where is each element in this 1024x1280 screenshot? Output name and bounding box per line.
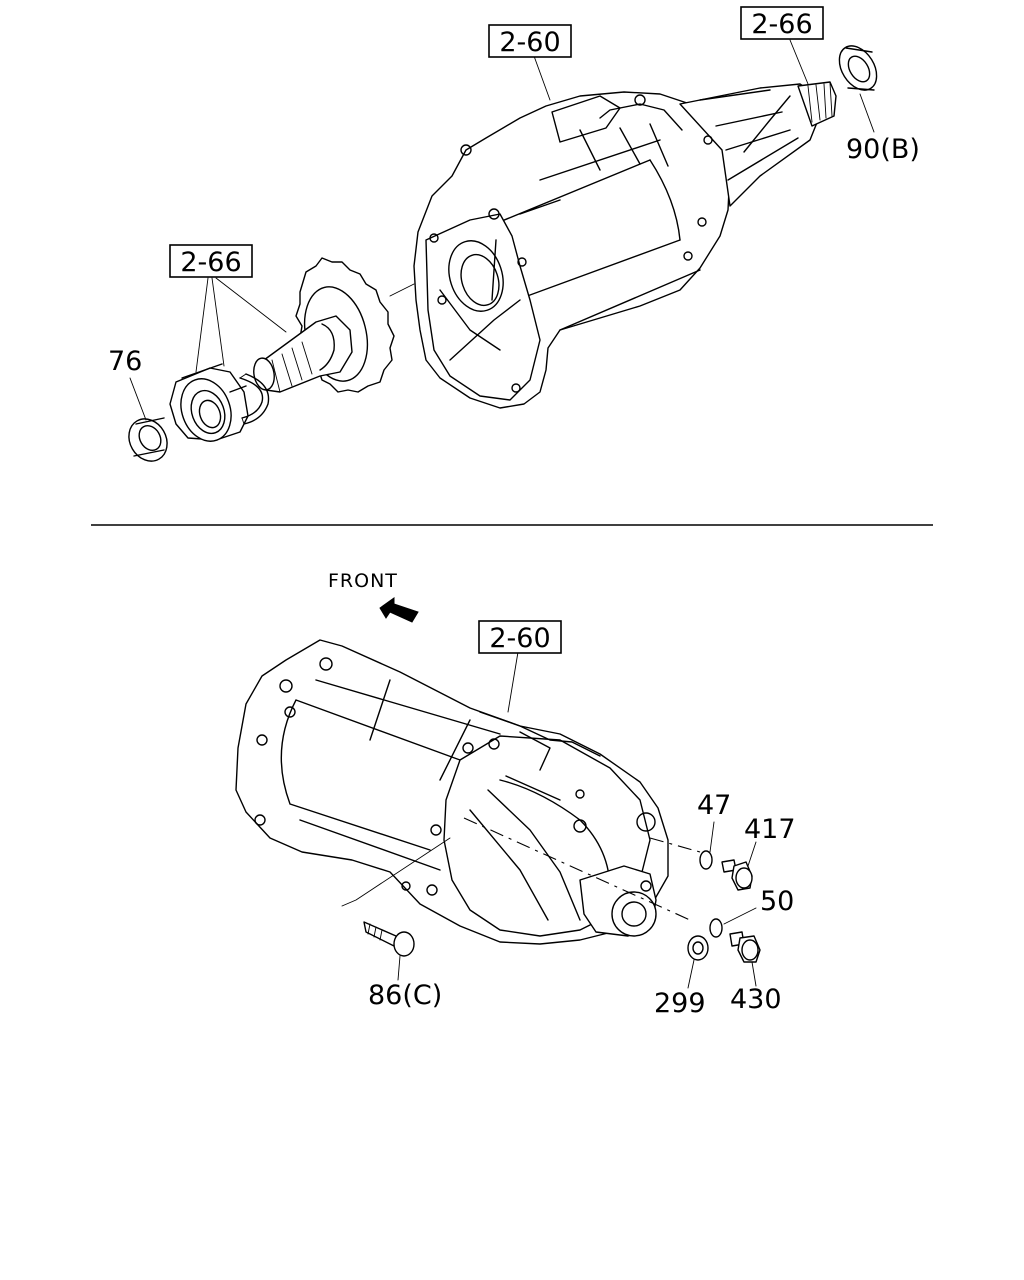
label-417: 417 [744, 814, 796, 845]
oring-50-drawing [709, 918, 723, 938]
ref-2-60-bottom[interactable]: 2-60 [478, 620, 562, 654]
ref-2-66-top-right[interactable]: 2-66 [740, 6, 824, 40]
centerline-axis [463, 817, 691, 921]
bottom-leaders [341, 651, 757, 989]
label-50: 50 [760, 886, 794, 917]
centerline-side [649, 837, 701, 853]
input-gear-drawing [253, 257, 415, 393]
seal-299-drawing [687, 935, 709, 961]
label-299: 299 [654, 988, 706, 1019]
plug-430-drawing [729, 931, 761, 963]
bolt-86c-drawing [363, 921, 415, 957]
bottom-housing-drawing [235, 639, 669, 945]
label-47: 47 [697, 790, 731, 821]
bottom-assembly [235, 639, 761, 989]
top-housing-drawing [413, 81, 837, 409]
snap-ring-drawing [239, 373, 270, 425]
bearing-drawing [169, 363, 249, 442]
label-86c: 86(C) [368, 980, 442, 1011]
ref-2-60-top[interactable]: 2-60 [488, 24, 572, 58]
plug-417-drawing [721, 859, 753, 891]
oring-47-drawing [699, 850, 713, 870]
svg-text:2-66: 2-66 [180, 247, 241, 278]
seal-76-drawing [128, 417, 168, 462]
front-label: FRONT [328, 570, 398, 592]
label-90b: 90(B) [846, 134, 920, 165]
front-arrow-icon [379, 597, 419, 623]
label-76: 76 [108, 346, 142, 377]
svg-text:2-60: 2-60 [489, 623, 550, 654]
svg-text:2-66: 2-66 [751, 9, 812, 40]
top-leaders [129, 39, 875, 421]
top-assembly [128, 39, 878, 462]
label-430: 430 [730, 984, 782, 1015]
ref-2-66-top-left[interactable]: 2-66 [169, 244, 253, 278]
seal-90b-drawing [838, 45, 878, 91]
svg-text:2-60: 2-60 [499, 27, 560, 58]
